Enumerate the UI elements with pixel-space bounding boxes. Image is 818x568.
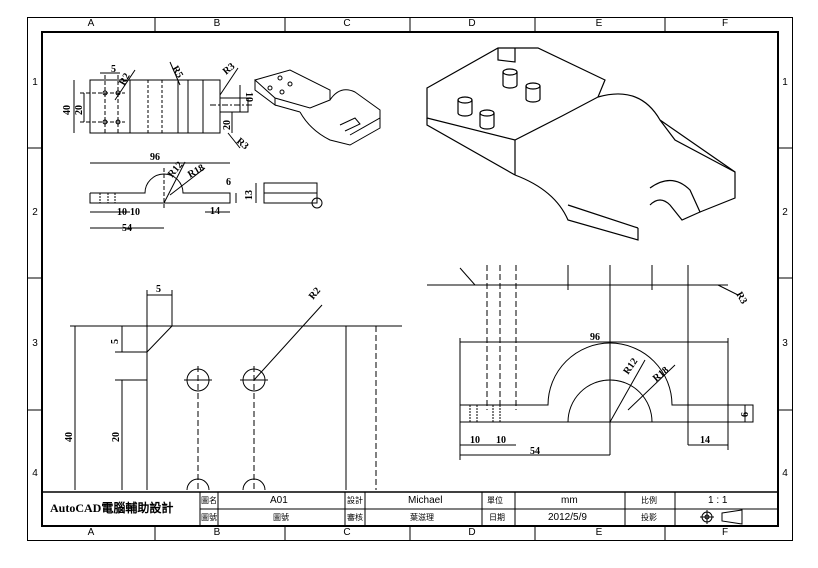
detail-view	[70, 290, 402, 491]
zone-col-a-bottom: A	[87, 527, 95, 538]
title-block-grid	[41, 491, 779, 527]
zone-col-e-bottom: E	[595, 527, 603, 538]
inner-border	[41, 31, 779, 527]
dim-top-10: 10	[243, 92, 254, 102]
zone-ticks	[27, 17, 792, 540]
zone-row-4-left: 4	[32, 468, 38, 479]
dim-front-54: 54	[122, 223, 132, 234]
dim-large-10b: 10	[496, 435, 506, 446]
date-label: 日期	[489, 513, 505, 522]
dim-large-96: 96	[590, 332, 600, 343]
zone-col-c-bottom: C	[343, 527, 351, 538]
dim-front-10b: 10	[130, 207, 140, 218]
dim-top-40: 40	[62, 105, 73, 115]
dim-top-r3b: R3	[234, 136, 250, 152]
unit-value: mm	[561, 495, 578, 506]
dim-top-20b: 20	[222, 120, 233, 130]
dim-front-6: 6	[226, 177, 231, 188]
drawing-name-label: 圖名	[201, 496, 217, 505]
zone-row-2-left: 2	[32, 207, 38, 218]
scale-value: 1 : 1	[708, 495, 728, 506]
designer-label: 設計	[347, 496, 363, 505]
zone-col-c-top: C	[343, 18, 351, 29]
zone-col-f-top: F	[721, 18, 729, 29]
top-view	[73, 61, 252, 149]
dim-front-14: 14	[210, 206, 220, 217]
dim-large-6: 6	[740, 412, 751, 417]
zone-col-d-top: D	[468, 18, 476, 29]
dim-large-10a: 10	[470, 435, 480, 446]
zone-row-1-left: 1	[32, 77, 38, 88]
date-value: 2012/5/9	[548, 512, 587, 523]
dim-detail-5: 5	[156, 284, 161, 295]
dim-top-r3a: R3	[221, 61, 237, 77]
small-isometric-view	[253, 69, 381, 146]
drawing-no-label: 圖號	[201, 513, 217, 522]
checker-label: 審核	[347, 513, 363, 522]
unit-label: 單位	[487, 496, 503, 505]
dim-large-r18: R18	[651, 365, 671, 385]
projection-symbol-icon	[700, 509, 743, 525]
zone-col-b-top: B	[213, 18, 221, 29]
zone-col-b-bottom: B	[213, 527, 221, 538]
dim-large-r3: R3	[733, 290, 749, 306]
dim-top-r5: R5	[169, 64, 185, 80]
dim-detail-40: 40	[64, 432, 75, 442]
dim-front-96: 96	[150, 152, 160, 163]
zone-row-3-left: 3	[32, 338, 38, 349]
large-isometric-view	[426, 47, 736, 241]
designer-value: Michael	[408, 495, 443, 506]
drawing-no-value: 圖號	[273, 513, 289, 522]
zone-col-d-bottom: D	[468, 527, 476, 538]
dim-front-13: 13	[244, 190, 255, 200]
zone-row-1-right: 1	[782, 77, 788, 88]
title-block-school: AutoCAD電腦輔助設計	[50, 501, 174, 515]
zone-col-e-top: E	[595, 18, 603, 29]
dim-front-r18: R18	[186, 162, 206, 180]
zone-col-a-top: A	[87, 18, 95, 29]
dim-top-5: 5	[111, 64, 116, 75]
dim-front-10a: 10	[117, 207, 127, 218]
front-view	[89, 161, 323, 229]
scale-label: 比例	[641, 496, 657, 505]
dim-large-14: 14	[700, 435, 710, 446]
dim-top-r2: R2	[117, 71, 133, 87]
dim-top-20a: 20	[74, 105, 85, 115]
checker-value: 葉滋理	[410, 513, 434, 522]
zone-row-2-right: 2	[782, 207, 788, 218]
outer-border	[27, 17, 793, 541]
dim-detail-20: 20	[111, 432, 122, 442]
projection-label: 投影	[641, 513, 657, 522]
zone-row-3-right: 3	[782, 338, 788, 349]
dim-detail-r2: R2	[307, 285, 323, 301]
dim-detail-5v: 5	[110, 339, 121, 344]
dim-large-54: 54	[530, 446, 540, 457]
zone-col-f-bottom: F	[721, 527, 729, 538]
drawing-name-value: A01	[270, 495, 288, 506]
large-front-view	[427, 265, 754, 460]
zone-row-4-right: 4	[782, 468, 788, 479]
